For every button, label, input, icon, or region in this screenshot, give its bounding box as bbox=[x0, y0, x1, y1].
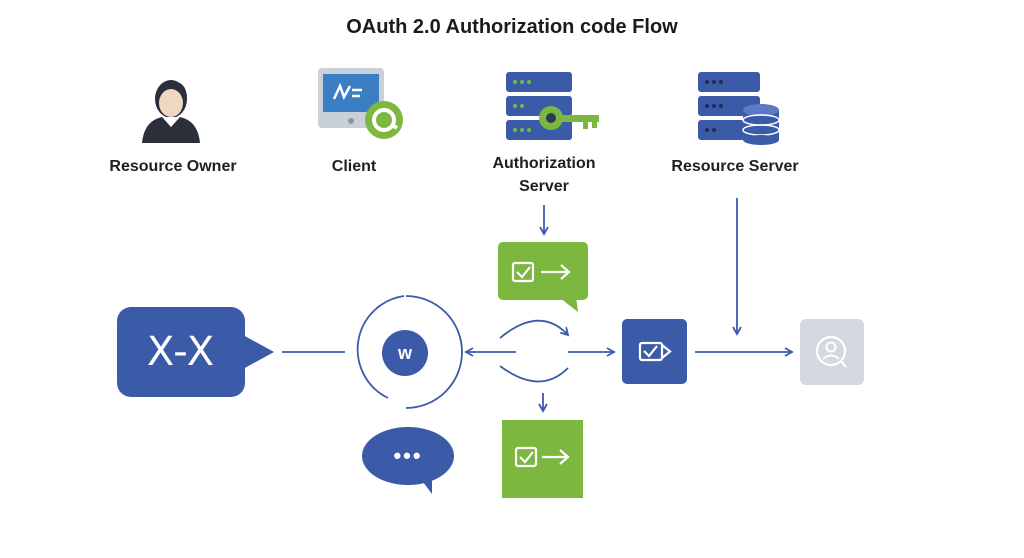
token-validation-box bbox=[622, 319, 687, 384]
client-orbit-circle bbox=[356, 295, 463, 409]
resource-server-label: Resource Server bbox=[671, 158, 799, 175]
chat-bubble-icon bbox=[362, 427, 454, 494]
client-laptop-icon bbox=[314, 66, 406, 144]
auth-code-bubble-top bbox=[498, 242, 588, 312]
diagram-title: OAuth 2.0 Authorization code Flow bbox=[346, 16, 678, 38]
resource-owner-person-icon bbox=[138, 75, 204, 143]
access-token-block-bottom bbox=[502, 420, 583, 498]
resource-server-database-icon bbox=[697, 72, 783, 146]
authorization-server-label-line1: Authorization bbox=[492, 155, 596, 172]
code-exchange-lower-arc bbox=[499, 365, 569, 383]
code-exchange-upper-arc bbox=[499, 319, 570, 339]
protected-resource-user-icon bbox=[800, 319, 864, 385]
authorization-server-label-line2: Server bbox=[519, 178, 569, 195]
client-label: Client bbox=[331, 158, 377, 175]
resource-owner-label: Resource Owner bbox=[109, 158, 237, 175]
authorization-server-key-icon bbox=[505, 72, 603, 144]
xx-speech-bubble bbox=[117, 307, 274, 397]
